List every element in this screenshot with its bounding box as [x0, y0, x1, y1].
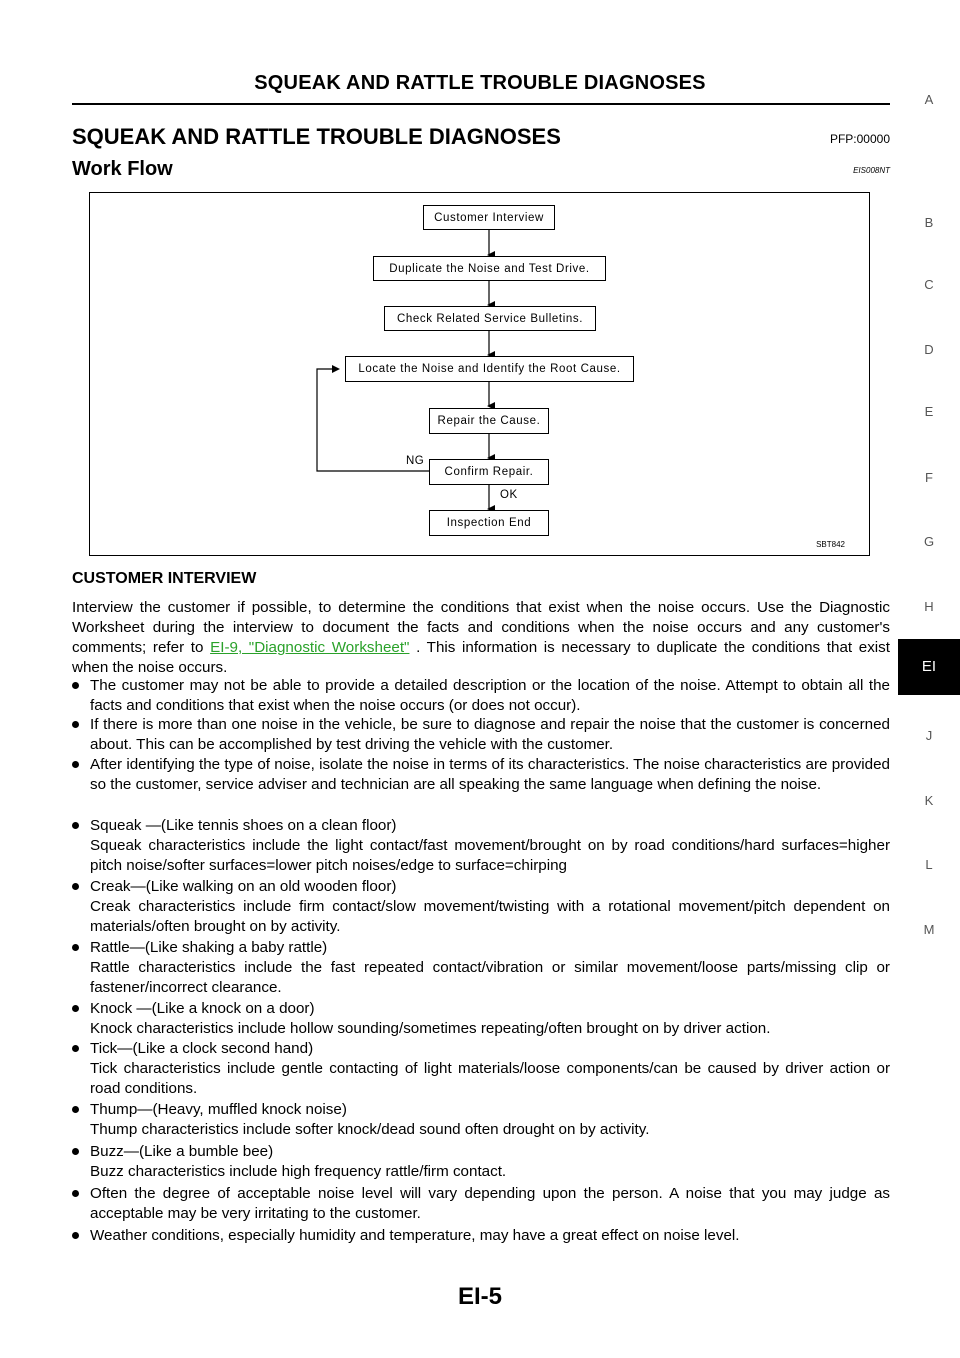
noise-type-title: Buzz—(Like a bumble bee) — [90, 1143, 274, 1160]
index-tab-g[interactable]: G — [923, 534, 935, 549]
subsection-title: Work Flow — [72, 158, 173, 180]
flow-connectors — [316, 230, 495, 513]
bullet-icon — [72, 761, 79, 768]
bullet-icon — [72, 822, 79, 829]
index-tab-b[interactable]: B — [924, 215, 934, 230]
section-code: PFP:00000 — [829, 132, 890, 146]
bullet-icon — [72, 883, 79, 890]
flow-step-check-bulletins: Check Related Service Bulletins. — [384, 306, 596, 331]
diagnostic-worksheet-link[interactable]: EI-9, "Diagnostic Worksheet" — [210, 639, 410, 656]
noise-type-description: Squeak characteristics include the light… — [90, 837, 890, 874]
noise-type-title: Squeak —(Like tennis shoes on a clean fl… — [90, 817, 397, 834]
bullet-icon — [72, 1190, 79, 1197]
ng-label: NG — [406, 455, 425, 467]
noise-type-title: Rattle—(Like shaking a baby rattle) — [90, 939, 328, 956]
bullet-icon — [72, 1106, 79, 1113]
flow-step-duplicate-noise: Duplicate the Noise and Test Drive. — [373, 256, 606, 281]
customer-interview-heading: CUSTOMER INTERVIEW — [72, 570, 257, 587]
flow-step-inspection-end: Inspection End — [429, 510, 549, 536]
flow-step-confirm-repair: Confirm Repair. — [429, 459, 549, 485]
intro-text: Interview the customer if possible, to d… — [72, 599, 890, 656]
flow-step-customer-interview: Customer Interview — [423, 205, 555, 230]
figure-code: SBT842 — [816, 540, 845, 549]
bullet-text: Thump—(Heavy, muffled knock noise) Thump… — [90, 1100, 890, 1140]
index-tab-j[interactable]: J — [925, 728, 933, 743]
bullet-text: Tick—(Like a clock second hand) Tick cha… — [90, 1039, 890, 1099]
bullet-icon — [72, 1005, 79, 1012]
page-number: EI-5 — [457, 1283, 502, 1310]
work-flow-diagram: Customer Interview Duplicate the Noise a… — [89, 192, 870, 556]
bullet-text: Squeak —(Like tennis shoes on a clean fl… — [90, 816, 890, 876]
noise-type-title: Thump—(Heavy, muffled knock noise) — [90, 1101, 347, 1118]
noise-type-description: Buzz characteristics include high freque… — [90, 1163, 507, 1180]
ng-loop-arrow — [316, 365, 429, 472]
bullet-icon — [72, 682, 79, 689]
intro-text-end: . This information is necessary to dupli… — [72, 639, 890, 676]
bullet-icon — [72, 944, 79, 951]
bullet-text: Knock —(Like a knock on a door) Knock ch… — [90, 999, 890, 1039]
bullet-text: The customer may not be able to provide … — [90, 677, 890, 714]
noise-type-title: Creak—(Like walking on an old wooden flo… — [90, 878, 397, 895]
index-tab-k[interactable]: K — [924, 793, 934, 808]
bullet-icon — [72, 1148, 79, 1155]
noise-type-description: Thump characteristics include softer kno… — [90, 1121, 650, 1138]
subsection-code: EIS008NT — [853, 166, 890, 175]
ok-label: OK — [500, 489, 518, 501]
running-header: SQUEAK AND RATTLE TROUBLE DIAGNOSES — [254, 72, 706, 94]
noise-type-description: Rattle characteristics include the fast … — [90, 959, 890, 996]
noise-type-title: Tick—(Like a clock second hand) — [90, 1040, 314, 1057]
index-tab-ei-active[interactable]: EI — [898, 639, 960, 695]
section-title-row: SQUEAK AND RATTLE TROUBLE DIAGNOSES PFP:… — [72, 124, 890, 154]
section-title: SQUEAK AND RATTLE TROUBLE DIAGNOSES — [72, 124, 561, 149]
index-tab-a[interactable]: A — [924, 92, 934, 107]
index-tab-f[interactable]: F — [925, 470, 933, 485]
noise-type-description: Creak characteristics include firm conta… — [90, 898, 890, 935]
noise-type-title: Knock —(Like a knock on a door) — [90, 1000, 315, 1017]
noise-type-description: Tick characteristics include gentle cont… — [90, 1060, 890, 1097]
index-tab-c[interactable]: C — [924, 277, 934, 292]
bullet-text: Creak—(Like walking on an old wooden flo… — [90, 877, 890, 937]
bullet-text: After identifying the type of noise, iso… — [90, 756, 890, 793]
index-tab-l[interactable]: L — [925, 857, 933, 872]
noise-type-description: Knock characteristics include hollow sou… — [90, 1020, 771, 1037]
bullet-text: Often the degree of acceptable noise lev… — [90, 1185, 890, 1222]
index-tab-m[interactable]: M — [923, 922, 935, 937]
bullet-icon — [72, 1232, 79, 1239]
bullet-text: If there is more than one noise in the v… — [90, 716, 890, 753]
bullet-text: Rattle—(Like shaking a baby rattle) Ratt… — [90, 938, 890, 998]
bullet-text: Weather conditions, especially humidity … — [90, 1227, 740, 1244]
flow-step-locate-noise: Locate the Noise and Identify the Root C… — [345, 356, 634, 382]
index-tab-e[interactable]: E — [924, 404, 934, 419]
subsection-row: Work Flow EIS008NT — [72, 158, 890, 184]
bullet-text: Buzz—(Like a bumble bee) Buzz characteri… — [90, 1142, 890, 1182]
index-tab-d[interactable]: D — [924, 342, 934, 357]
flow-step-repair-cause: Repair the Cause. — [429, 408, 549, 434]
index-tab-h[interactable]: H — [924, 599, 934, 614]
header-rule — [72, 103, 890, 105]
bullet-icon — [72, 1045, 79, 1052]
bullet-icon — [72, 721, 79, 728]
intro-paragraph: Interview the customer if possible, to d… — [72, 598, 890, 678]
